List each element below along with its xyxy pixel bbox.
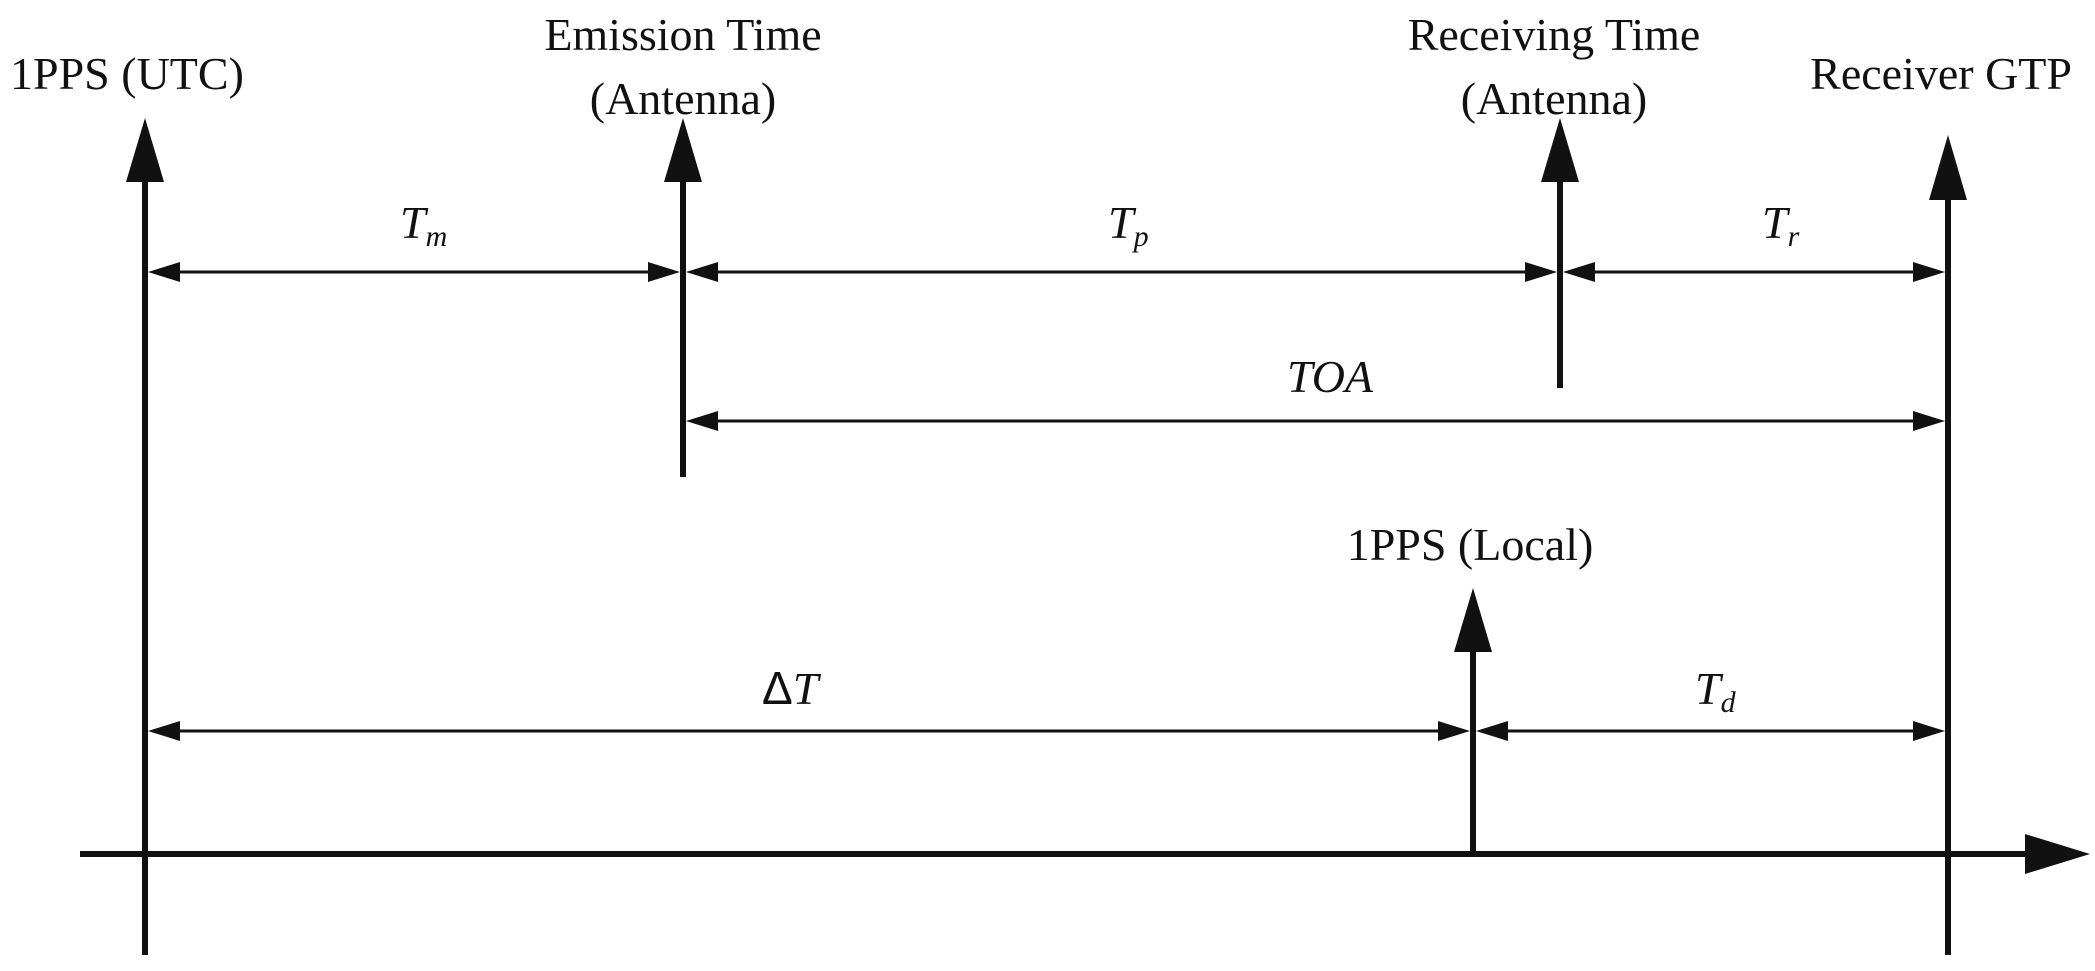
tm-interval-arrow (148, 262, 680, 282)
tr-symbol: Tr (1762, 197, 1800, 253)
tr-symbol-subscript: r (1788, 220, 1800, 253)
toa-interval-arrow (686, 411, 1945, 431)
receiver-gtp-label: Receiver GTP (1810, 48, 2072, 99)
local-1pps-label: 1PPS (Local) (1347, 519, 1594, 570)
local-1pps-marker (1454, 588, 1492, 854)
time-axis (80, 834, 2090, 874)
receiver-gtp-marker (1929, 135, 1967, 955)
tm-symbol: Tm (400, 197, 447, 253)
td-symbol-subscript: d (1721, 686, 1737, 719)
delta-t-symbol: ΔT (762, 662, 822, 714)
emission-antenna-label: (Antenna) (590, 73, 776, 124)
delta-t-symbol-main: T (793, 663, 822, 714)
receiving-antenna-label: (Antenna) (1461, 73, 1647, 124)
tr-interval-arrow (1563, 262, 1945, 282)
tp-symbol-main: T (1108, 197, 1137, 248)
tm-symbol-main: T (400, 197, 429, 248)
emission-time-label: Emission Time (544, 9, 821, 60)
tp-symbol: Tp (1108, 197, 1149, 253)
td-symbol-main: T (1695, 663, 1724, 714)
receiving-time-marker (1541, 118, 1579, 388)
toa-symbol: TOA (1287, 351, 1374, 402)
tr-symbol-main: T (1762, 197, 1791, 248)
delta-t-interval-arrow (148, 721, 1470, 741)
delta-symbol: Δ (762, 662, 793, 714)
tm-symbol-subscript: m (426, 220, 448, 253)
utc-1pps-label: 1PPS (UTC) (10, 48, 244, 99)
emission-time-marker (664, 118, 702, 477)
receiving-time-label: Receiving Time (1408, 9, 1701, 60)
td-interval-arrow (1476, 721, 1945, 741)
utc-1pps-marker (126, 118, 164, 955)
tp-interval-arrow (686, 262, 1557, 282)
tp-symbol-subscript: p (1132, 220, 1149, 253)
td-symbol: Td (1695, 663, 1737, 719)
